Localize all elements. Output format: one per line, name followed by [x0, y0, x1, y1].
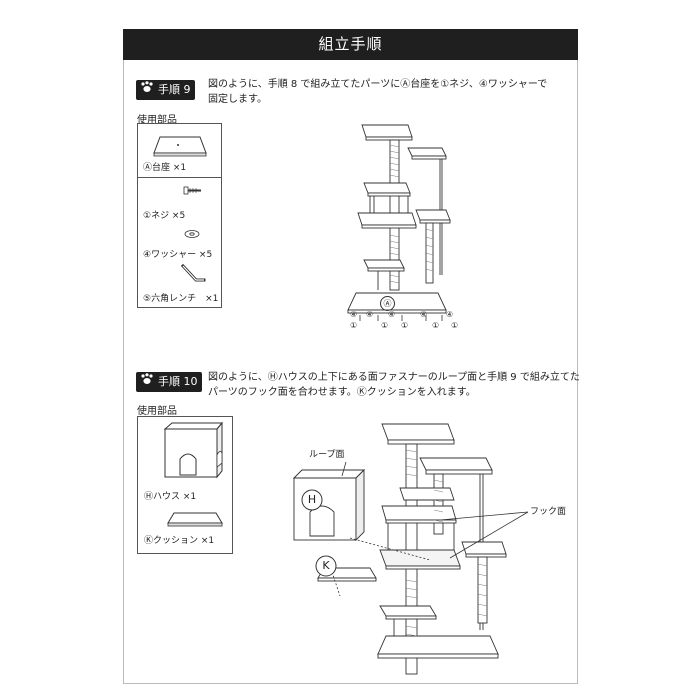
washer-marker: ④	[420, 310, 428, 319]
house-marker: H	[307, 493, 317, 506]
step10-parts-box: Ⓗハウス ×1 Ⓚクッション ×1	[137, 416, 233, 554]
step10-assembly-diagram	[292, 423, 529, 675]
step10-badge: 手順 10	[136, 372, 202, 392]
step10-badge-label: 手順 10	[158, 375, 198, 388]
washer-marker: ④	[350, 310, 358, 319]
step9-instructions: 図のように、手順 8 で組み立てたパーツにⒶ台座を①ネジ、④ワッシャーで 固定し…	[208, 79, 548, 105]
washer-marker: ④	[388, 310, 396, 319]
house-icon	[163, 421, 224, 479]
part-label: ⑤六角レンチ ×1	[143, 294, 219, 304]
step10-parts-label: 使用部品	[137, 406, 177, 417]
paw-icon	[140, 372, 154, 392]
screw-marker: ①	[451, 321, 459, 330]
step10-instructions: 図のように、Ⓗハウスの上下にある面ファスナーのループ面と手順 9 で組み立てた …	[208, 372, 580, 398]
part-label: ④ワッシャー ×5	[143, 250, 213, 260]
part-row: Ⓐ台座 ×1	[138, 124, 221, 178]
washer-icon	[184, 230, 200, 238]
cushion-marker: K	[322, 559, 330, 572]
part-label: ①ネジ ×5	[143, 211, 186, 221]
part-label: Ⓗハウス ×1	[144, 492, 197, 502]
cushion-icon	[167, 512, 223, 527]
part-label: Ⓚクッション ×1	[144, 536, 215, 546]
hook-surface-label: フック面	[530, 507, 567, 517]
step9-badge: 手順 9	[136, 80, 195, 100]
step9-assembly-diagram	[347, 124, 451, 321]
washer-marker: ④	[366, 310, 374, 319]
screw-marker: ①	[401, 321, 409, 330]
paw-icon	[140, 80, 154, 100]
part-label: Ⓐ台座 ×1	[143, 163, 187, 173]
screw-marker: ①	[432, 321, 440, 330]
screw-marker: ①	[381, 321, 389, 330]
part-row: ①ネジ ×5 ④ワッシャー ×5 ⑤六角レンチ ×1	[138, 178, 221, 309]
step9-parts-label: 使用部品	[137, 115, 177, 126]
screw-icon	[183, 186, 201, 195]
step9-parts-box: Ⓐ台座 ×1 ①ネジ ×5 ④ワッシャー ×5 ⑤六角レンチ ×1	[137, 123, 222, 308]
base-marker: Ⓐ	[380, 296, 395, 311]
washer-marker: ④	[446, 310, 454, 319]
base-board-icon	[153, 136, 207, 157]
step9-badge-label: 手順 9	[158, 83, 191, 96]
loop-surface-label: ループ面	[309, 450, 345, 460]
page-title: 組立手順	[123, 29, 578, 60]
screw-marker: ①	[350, 321, 358, 330]
hex-wrench-icon	[180, 263, 206, 282]
